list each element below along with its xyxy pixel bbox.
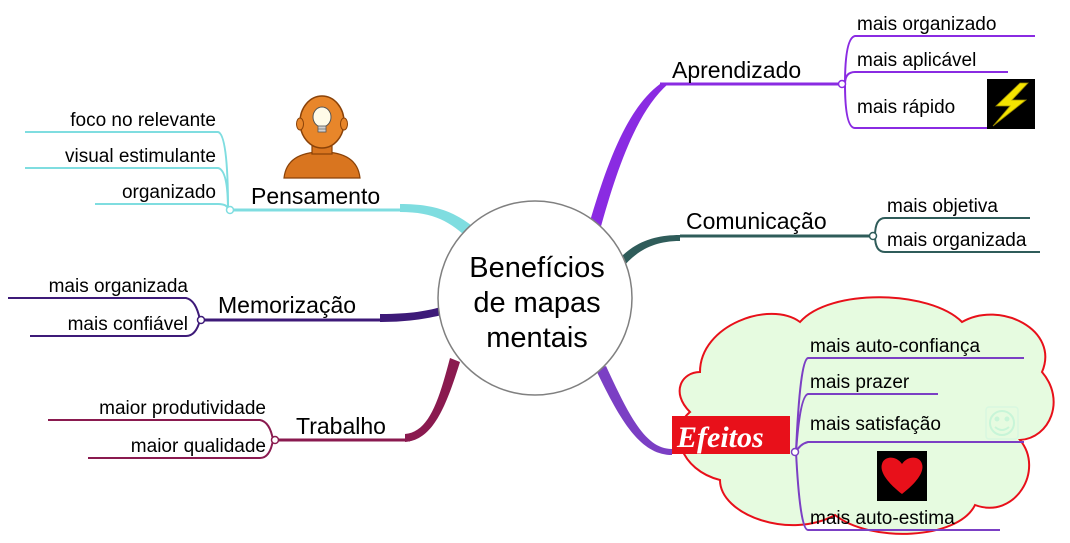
efeitos-node-dot (790, 447, 800, 457)
pensamento-node-dot (225, 205, 235, 215)
lightning-bolt-icon (987, 79, 1035, 129)
trabalho-item-1: maior produtividade (99, 398, 266, 419)
comunicacao-node-dot (868, 231, 878, 241)
efeitos-item-2: mais prazer (810, 372, 910, 393)
branch-efeitos-label: Efeitos (676, 421, 764, 454)
branch-pensamento-label: Pensamento (251, 183, 380, 209)
branch-trabalho-label: Trabalho (296, 413, 386, 439)
memorizacao-item-2: mais confiável (68, 314, 188, 335)
pensamento-item-2: visual estimulante (65, 146, 216, 167)
comunicacao-item-2: mais organizada (887, 230, 1027, 251)
aprendizado-node-dot (837, 79, 847, 89)
aprendizado-item-3: mais rápido (857, 97, 955, 118)
comunicacao-item-1: mais objetiva (887, 196, 998, 217)
branch-aprendizado-trunk (588, 84, 668, 230)
aprendizado-item-1: mais organizado (857, 14, 996, 35)
pensamento-item-1: foco no relevante (70, 110, 216, 131)
trabalho-node-dot (270, 435, 280, 445)
center-line-1: Benefícios (469, 252, 604, 284)
branch-aprendizado-label: Aprendizado (672, 57, 801, 83)
center-node (437, 200, 633, 396)
efeitos-item-1: mais auto-confiança (810, 336, 980, 357)
efeitos-item-3: mais satisfação (810, 414, 941, 435)
branch-comunicacao-label: Comunicação (686, 208, 827, 234)
center-line-3: mentais (486, 322, 588, 354)
branch-pensamento-trunk (400, 204, 480, 240)
efeitos-label-box (672, 416, 790, 454)
branch-comunicacao-trunk (618, 235, 680, 268)
trabalho-subbranches (48, 419, 274, 459)
memorizacao-item-1: mais organizada (49, 276, 189, 297)
heart-icon (877, 451, 927, 501)
aprendizado-item-2: mais aplicável (857, 50, 976, 71)
branch-trabalho-trunk (405, 358, 460, 442)
branch-efeitos-trunk (596, 366, 672, 455)
efeitos-item-4: mais auto-estima (810, 508, 955, 529)
center-line-2: de mapas (473, 287, 600, 319)
trabalho-item-2: maior qualidade (131, 436, 266, 457)
pensamento-item-3: organizado (122, 182, 216, 203)
smiley-face-icon (985, 406, 1019, 440)
efeitos-cloud (678, 296, 1055, 535)
thinker-head-lightbulb-icon (283, 95, 361, 179)
memorizacao-node-dot (196, 315, 206, 325)
branch-memorizacao-trunk (380, 306, 446, 322)
branch-memorizacao-label: Memorização (218, 292, 356, 318)
